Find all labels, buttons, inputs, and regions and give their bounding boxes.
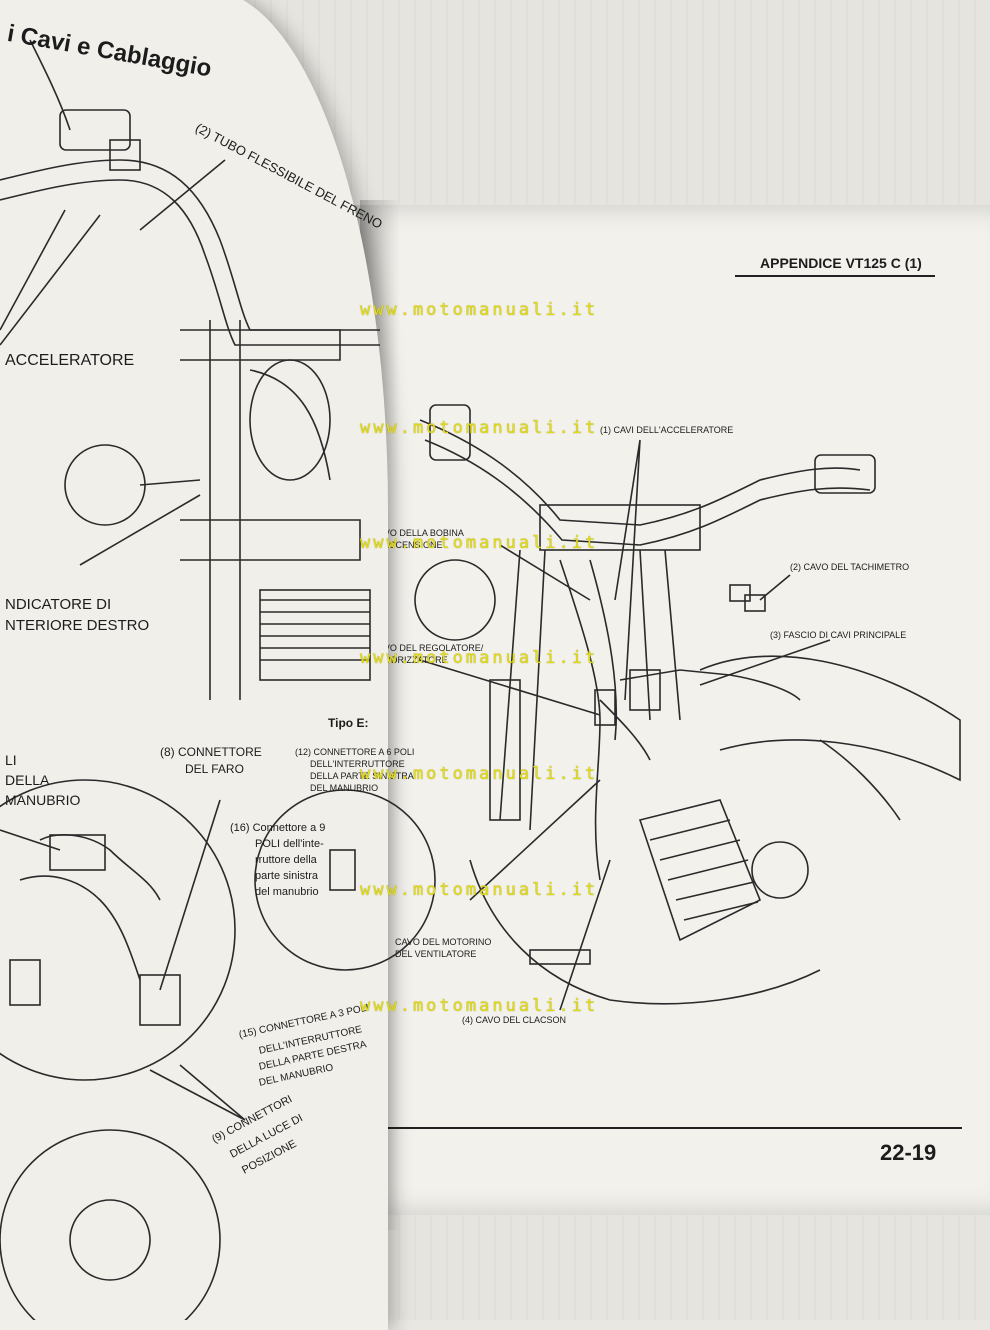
label-fan-motor-2: DEL VENTILATORE [395, 949, 477, 959]
label-throttle-left: ACCELERATORE [5, 352, 135, 369]
watermark-4: www.motomanuali.it [360, 648, 599, 668]
label-ignition-coil-2: DI ACCENSIONE [372, 540, 443, 550]
label-speedometer: (2) CAVO DEL TACHIMETRO [790, 562, 910, 572]
label-conn8-1: (8) CONNETTORE [160, 745, 262, 759]
watermark-2: www.motomanuali.it [360, 418, 599, 438]
label-indicator-2: NTERIORE DESTRO [5, 617, 150, 634]
label-ignition-coil-1: CAVO DELLA BOBINA [372, 528, 464, 538]
label-conn12-2: DELL'INTERRUTTORE [310, 759, 405, 769]
label-conn12-1: (12) CONNETTORE A 6 POLI [295, 747, 415, 757]
label-conn16-1: (16) Connettore a 9 [230, 822, 326, 834]
label-type-e: Tipo E: [328, 716, 369, 730]
page-number: 22-19 [880, 1140, 937, 1165]
label-conn12-3: DELLA PARTE SINISTRA [310, 771, 414, 781]
label-conn12-4: DEL MANUBRIO [310, 783, 379, 793]
footer-rule [362, 1127, 962, 1129]
watermark-6: www.motomanuali.it [360, 880, 599, 900]
right-page [350, 205, 990, 1215]
label-fan-motor-1: CAVO DEL MOTORINO [395, 937, 492, 947]
label-regulator-2: RADDRIZZATORE [372, 655, 448, 665]
label-conn16-3: rruttore della [255, 854, 317, 866]
watermark-7: www.motomanuali.it [360, 996, 599, 1016]
label-main-harness: (3) FASCIO DI CAVI PRINCIPALE [770, 630, 907, 640]
label-horn: (4) CAVO DEL CLACSON [462, 1015, 567, 1025]
label-left-3: MANUBRIO [5, 792, 81, 808]
label-left-2: DELLA [5, 772, 50, 788]
label-left-1: LI [5, 752, 17, 768]
watermark-3: www.motomanuali.it [360, 533, 599, 553]
label-throttle-cables: (1) CAVI DELL'ACCELERATORE [600, 425, 734, 435]
label-conn16-4: parte sinistra [255, 870, 318, 882]
label-indicator-1: NDICATORE DI [5, 596, 112, 613]
label-conn16-5: del manubrio [255, 886, 319, 898]
label-regulator-1: CAVO DEL REGOLATORE/ [372, 643, 484, 653]
watermark-1: www.motomanuali.it [360, 300, 599, 320]
header-rule [735, 275, 935, 277]
left-page [0, 0, 388, 1330]
label-conn8-2: DEL FARO [185, 762, 244, 776]
label-conn16-2: POLI dell'inte- [255, 838, 324, 850]
watermark-5: www.motomanuali.it [360, 764, 599, 784]
page-header: APPENDICE VT125 C (1) [760, 255, 922, 271]
